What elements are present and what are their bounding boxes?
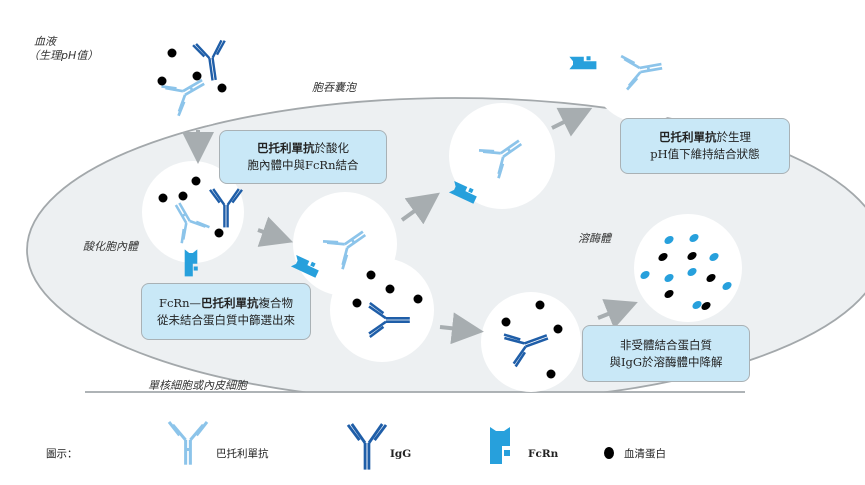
serum-protein-dot [413, 294, 423, 304]
serum-protein-dot [217, 83, 227, 93]
legend-label-igg: IgG [390, 448, 412, 460]
serum-protein-dot [157, 76, 167, 86]
lysosome-label: 溶酶體 [578, 232, 611, 245]
serum-protein-dot [192, 71, 202, 81]
arrow-to-lysosome-degradation [597, 299, 638, 329]
callout-text: 與IgG於溶酶體中降解 [609, 354, 723, 369]
callout-sorting: FcRn—巴托利單抗複合物 從未結合蛋白質中篩選出來 [141, 283, 311, 340]
callout-text: 複合物 [258, 295, 294, 310]
endosome-vesicle-lower [330, 258, 434, 362]
callout-text: pH值下維持結合狀態 [650, 147, 760, 161]
callout-text: 從未結合蛋白質中篩選出來 [157, 312, 295, 327]
callout-fcrn-binding: 巴托利單抗於酸化 胞內體中與FcRn結合 [219, 130, 387, 184]
lysosome-fragments [640, 233, 732, 311]
serum-protein-dot [352, 298, 362, 308]
arrow-sorting-to-lysosome [439, 312, 484, 345]
callout-text: 非受體結合蛋白質 [620, 337, 712, 352]
cell-label: 單核細胞或內皮細胞 [148, 379, 247, 392]
serum-protein-dot [178, 191, 188, 201]
callout-degradation: 非受體結合蛋白質 與IgG於溶酶體中降解 [582, 325, 750, 382]
callout-text: 胞內體中與FcRn結合 [247, 158, 359, 172]
legend-label-serum-protein: 血清蛋白 [624, 448, 666, 460]
serum-protein-dot [501, 317, 511, 327]
serum-protein-dot [191, 176, 201, 186]
serum-protein-dot [385, 284, 395, 294]
legend-title: 圖示： [46, 448, 78, 460]
serum-protein-dot [167, 48, 177, 58]
serum-protein-dot [553, 324, 563, 334]
blood-contents [157, 38, 232, 118]
serum-protein-dot [158, 193, 168, 203]
endosome-label: 胞吞囊泡 [312, 81, 356, 94]
serum-protein-dot [535, 300, 545, 310]
arrow-sorting-to-recycling [400, 192, 440, 225]
acidified-endosome-contents [158, 176, 244, 277]
recycling-vesicle [449, 103, 555, 209]
acidified-endosome-label: 酸化胞內體 [83, 240, 138, 253]
callout-text: 於生理 [716, 130, 752, 144]
lysosome-vesicle [634, 214, 742, 322]
legend-serum-protein-icon [604, 447, 614, 459]
arrow-recycling-to-exocytosis [551, 107, 593, 137]
legend-icons [167, 420, 614, 472]
callout-bold: 巴托利單抗 [659, 130, 717, 144]
legend-label-fcrn: FcRn [528, 448, 559, 460]
callout-text: FcRn— [159, 295, 201, 310]
callout-bold: 巴托利單抗 [201, 295, 259, 310]
callout-bold: 巴托利單抗 [257, 141, 315, 155]
serum-protein-dot [546, 369, 556, 379]
acidified-endosome-vesicle [142, 161, 244, 263]
sorting-lower-contents [352, 270, 423, 339]
serum-protein-dot [366, 270, 376, 280]
lysosome-bound-contents [501, 300, 563, 379]
legend-fcrn-icon [490, 427, 510, 464]
callout-text: 於酸化 [314, 141, 350, 155]
exocytosis-vesicle [590, 17, 696, 123]
callout-physiological-ph: 巴托利單抗於生理 pH值下維持結合狀態 [620, 118, 790, 174]
legend-label-batoclimab: 巴托利單抗 [216, 448, 269, 460]
blood-label: 血液 [34, 35, 56, 48]
serum-protein-dot [214, 228, 224, 238]
arrow-endosome-to-sorting [257, 216, 294, 247]
blood-ph-label: （生理pH值） [28, 49, 99, 62]
